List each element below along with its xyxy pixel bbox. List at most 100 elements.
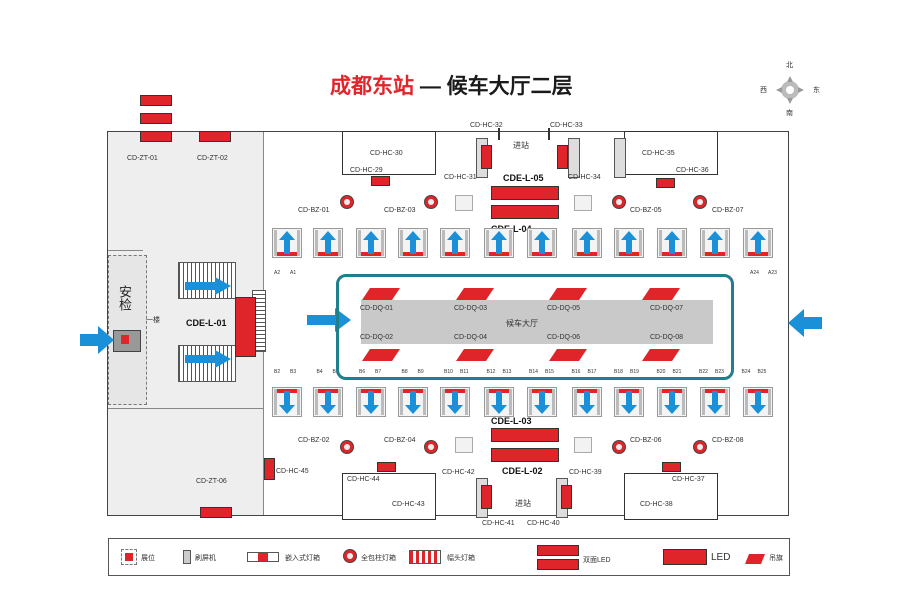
hall-entry-arrow-icon	[307, 308, 351, 337]
room-hc-43	[342, 473, 436, 520]
ticket-gate	[700, 387, 730, 417]
legend-scanner-icon	[183, 550, 191, 564]
annex-divider-bottom	[108, 408, 264, 409]
gate-label: B10	[444, 369, 453, 375]
ticket-gate	[572, 387, 602, 417]
ticket-gate	[572, 228, 602, 258]
hc-43-label: CD-HC-43	[392, 501, 425, 508]
ticket-gate	[484, 387, 514, 417]
gate-label: B19	[630, 369, 639, 375]
gate-label: B16	[571, 369, 581, 375]
hc-37-label: CD-HC-37	[672, 476, 705, 483]
room-hc-30	[342, 131, 436, 175]
gate-label: B18	[614, 369, 623, 375]
hanging-flag-icon	[549, 348, 587, 366]
gate-label: B8	[401, 369, 408, 375]
entrance-top-label: 进站	[513, 141, 529, 150]
dq-frame-icon	[455, 195, 473, 211]
zt-02-label: CD-ZT-02	[197, 155, 228, 162]
security-device-core	[121, 335, 129, 344]
waiting-hall-area	[361, 300, 713, 344]
led-screen-05	[491, 186, 559, 200]
booth-marker	[656, 178, 675, 188]
ticket-gate	[313, 228, 343, 258]
waiting-hall-highlight	[336, 274, 734, 380]
gate-label-a1: A1	[290, 270, 297, 276]
hc-45-label: CD-HC-45	[276, 468, 309, 475]
gate-label: B12	[486, 369, 496, 375]
hc-32-label: CD-HC-32	[470, 122, 503, 129]
gate-label-a23: A23	[768, 270, 777, 276]
led-02-label: CDE-L-02	[502, 466, 543, 476]
booth-marker	[200, 507, 232, 518]
legend-led-icon	[663, 549, 707, 565]
compass-south: 南	[786, 110, 793, 117]
annex-divider-top	[108, 250, 143, 251]
ticket-gate	[313, 387, 343, 417]
ticket-gate	[440, 387, 470, 417]
ticket-gate	[356, 387, 386, 417]
gate-label: B21	[672, 369, 682, 375]
hc-29-label: CD-HC-29	[350, 167, 383, 174]
pillar-lightbox-icon	[612, 440, 626, 454]
gate-label-a2: A2	[274, 270, 281, 276]
waiting-hall-label: 候车大厅	[506, 319, 538, 328]
gate-label: B24	[741, 369, 751, 375]
pillar-lightbox-icon	[612, 195, 626, 209]
legend-flag-icon	[745, 551, 765, 569]
security-label: 安检	[117, 285, 132, 311]
ticket-gate	[527, 387, 557, 417]
gate-label: B7	[375, 369, 382, 375]
led-screen-02	[491, 448, 559, 462]
hc-39-label: CD-HC-39	[569, 469, 602, 476]
legend-gate-label: 幅头灯箱	[447, 555, 475, 562]
bz-07-label: CD-BZ-07	[712, 207, 744, 214]
floor-name: 候车大厅二层	[446, 75, 573, 98]
gate-label: B22	[699, 369, 708, 375]
bz-02-label: CD-BZ-02	[298, 437, 330, 444]
ticket-gate	[398, 387, 428, 417]
dq-frame-icon	[574, 195, 592, 211]
ticket-gate	[657, 228, 687, 258]
gate-label: B4	[316, 369, 323, 375]
led-screen-04	[491, 205, 559, 219]
compass-west: 西	[760, 87, 767, 94]
hc-35-label: CD-HC-35	[642, 150, 675, 157]
hanging-flag-icon	[362, 348, 400, 366]
zt-01-label: CD-ZT-01	[127, 155, 158, 162]
hc-36-label: CD-HC-36	[676, 167, 709, 174]
ticket-gate	[398, 228, 428, 258]
ticket-gate	[743, 228, 773, 258]
ticket-gate	[657, 387, 687, 417]
legend-pillar-icon	[343, 549, 357, 563]
pillar-lightbox-icon	[693, 440, 707, 454]
legend-gate-icon	[409, 550, 441, 564]
entrance-wall-right	[548, 128, 550, 140]
booth-marker	[140, 131, 172, 142]
building-outline	[107, 131, 789, 516]
bz-05-label: CD-BZ-05	[630, 207, 662, 214]
ticket-gate	[272, 228, 302, 258]
compass-icon: 北 南 西 东	[760, 60, 820, 117]
room-hc-38	[624, 473, 718, 520]
escalator-arrow-icon	[185, 350, 231, 373]
booth-marker	[561, 485, 572, 509]
legend-double-led-label: 双面LED	[583, 557, 611, 564]
flag-label: CD-DQ-03	[454, 305, 488, 312]
booth-marker	[377, 462, 396, 472]
bz-01-label: CD-BZ-01	[298, 207, 330, 214]
led-03-label: CDE-L-03	[491, 416, 532, 426]
gate-label: B25	[757, 369, 767, 375]
led-01-label: CDE-L-01	[186, 318, 227, 328]
map-title: 成都东站 — 候车大厅二层	[330, 70, 573, 100]
gate-label: B2	[274, 369, 281, 375]
ticket-gate	[356, 228, 386, 258]
ticket-gate	[743, 387, 773, 417]
east-entrance-arrow-icon	[788, 309, 822, 342]
hanging-flag-icon	[549, 287, 587, 305]
booth-marker	[662, 462, 681, 472]
ticket-gate	[614, 228, 644, 258]
dq-frame-icon	[574, 437, 592, 453]
bz-03-label: CD-BZ-03	[384, 207, 416, 214]
